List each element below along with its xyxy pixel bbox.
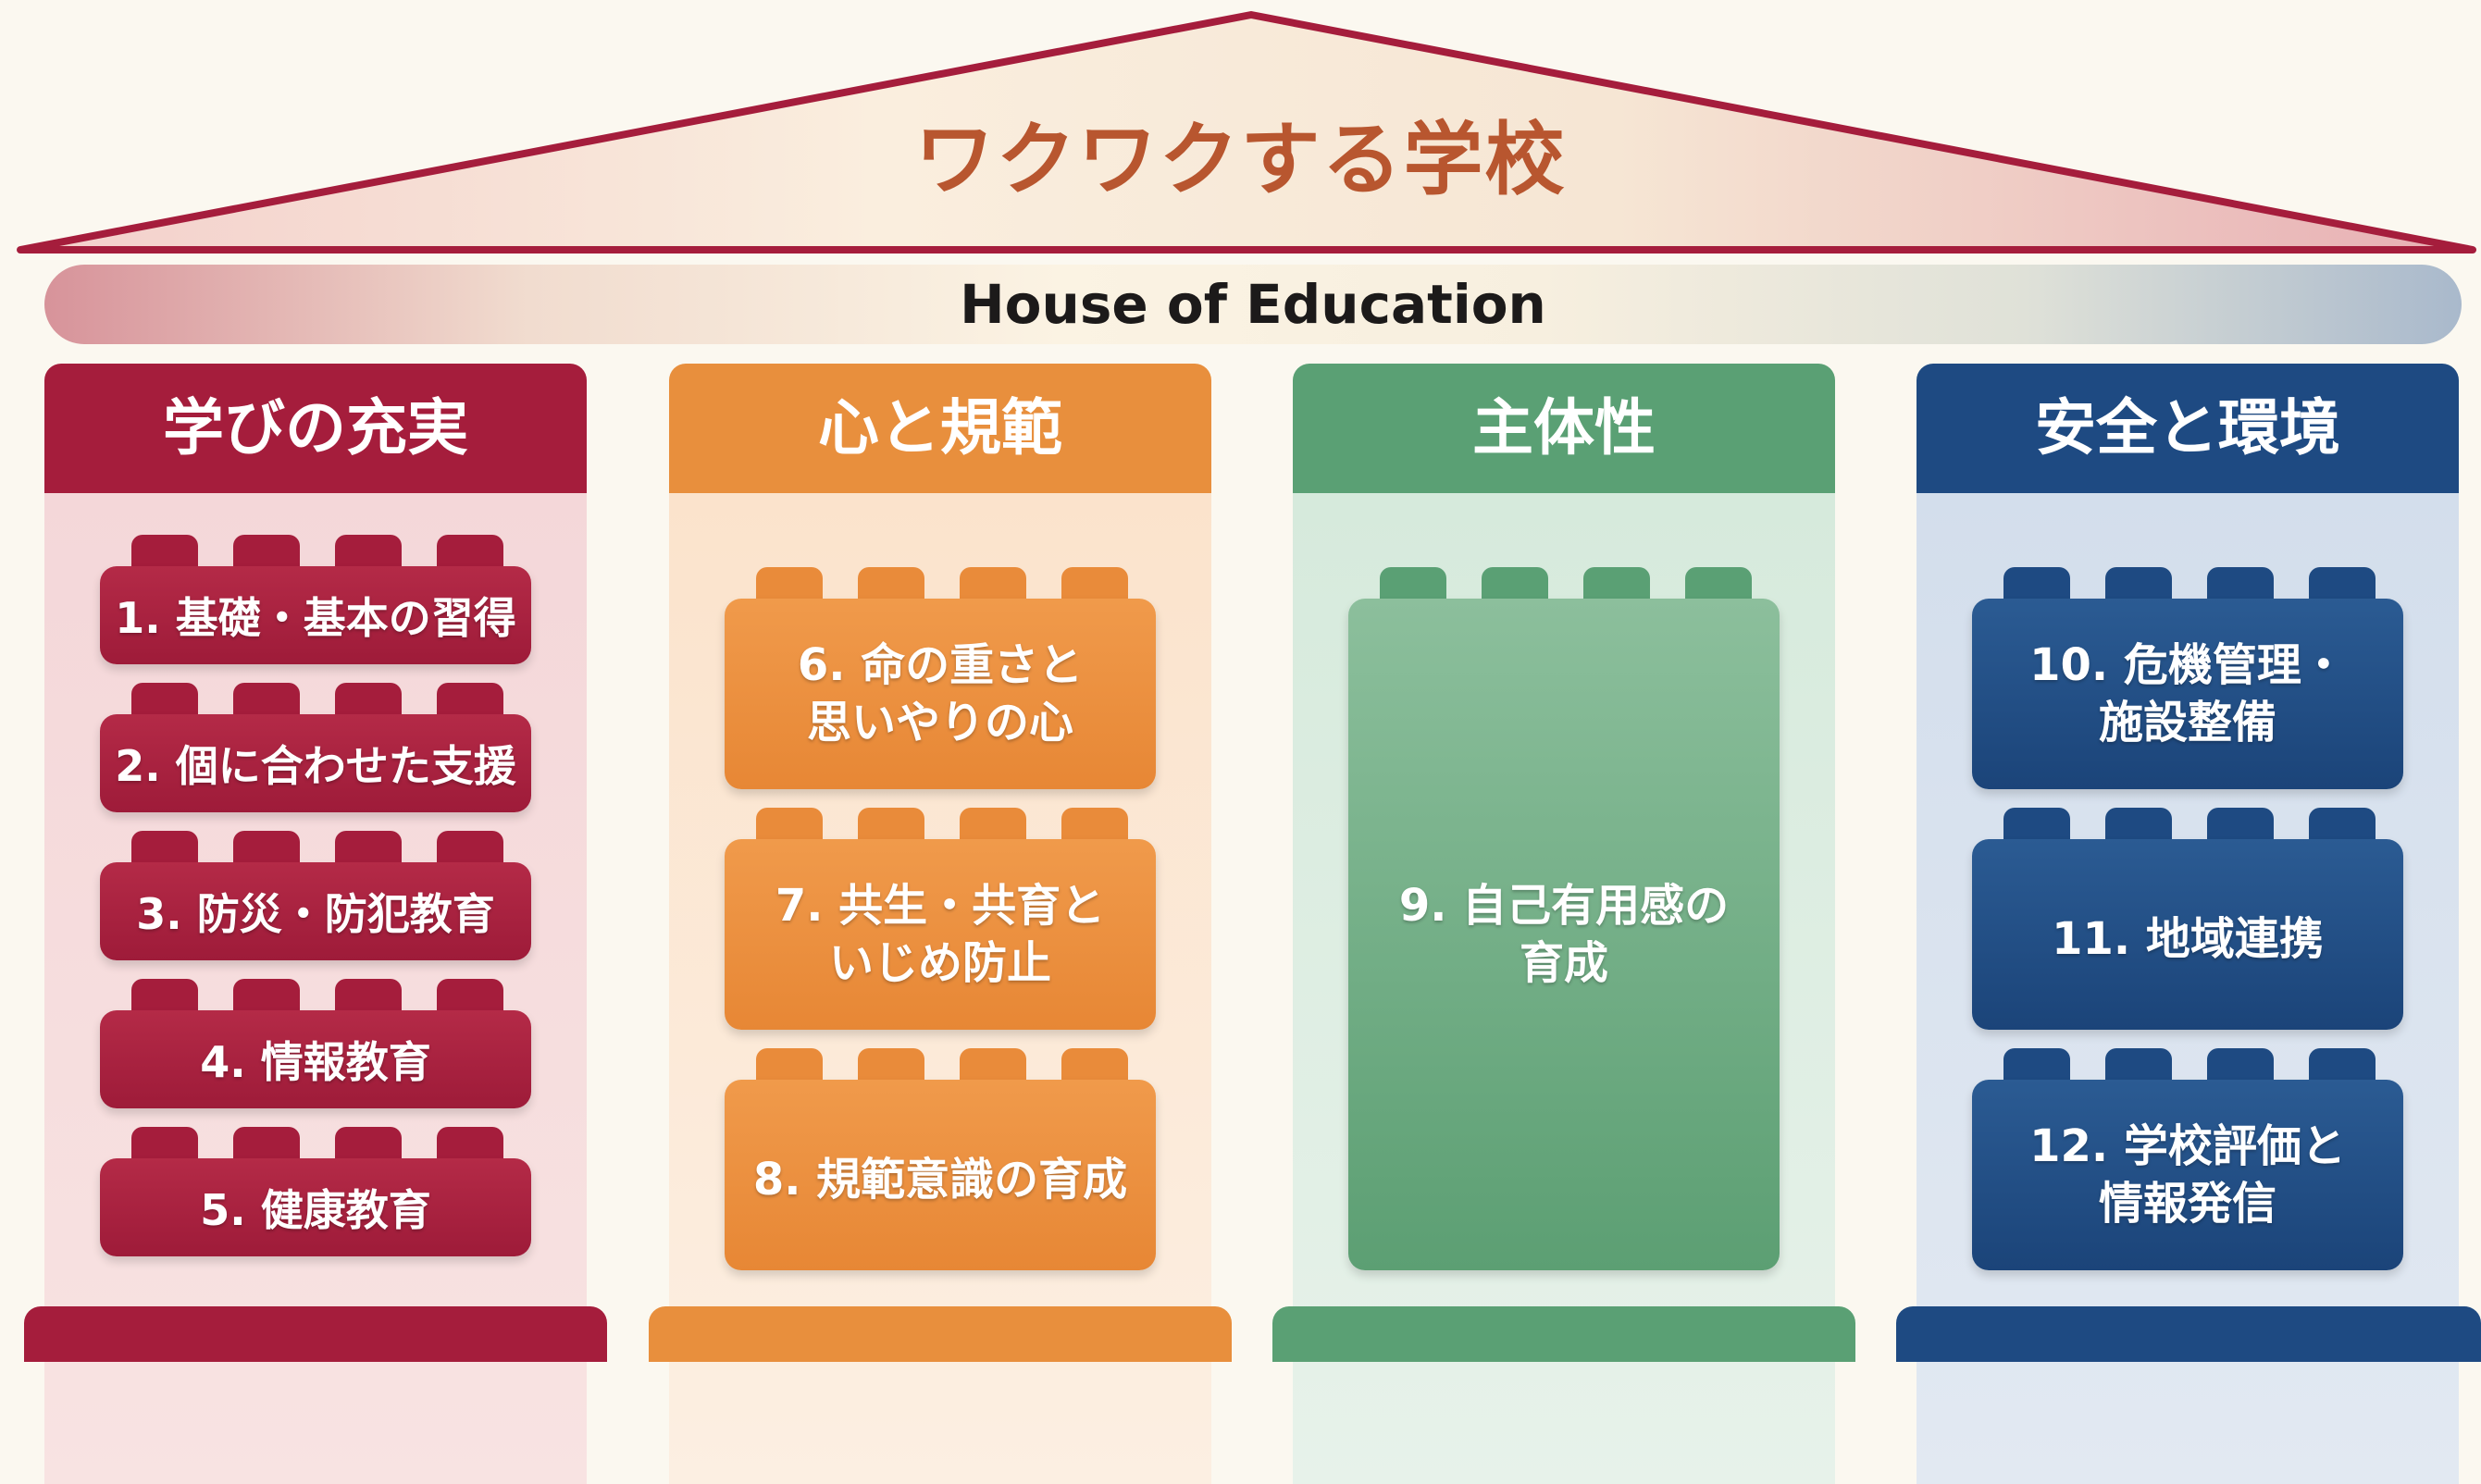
pillar-body: 1. 基礎・基本の習得 2. 個に合わせた支援 3. 防災・防犯教育 4. 情報… [44, 493, 587, 1484]
brick-label: 12. 学校評価と 情報発信 [2029, 1120, 2346, 1230]
pillar-base [1272, 1306, 1855, 1362]
brick-9: 9. 自己有用感の 育成 [1348, 567, 1780, 1270]
house-beam: House of Education [44, 265, 2462, 344]
house-subtitle: House of Education [960, 273, 1546, 336]
pillar-heart: 心と規範 6. 命の重さと 思いやりの心 7. 共生・共育と いじめ防止 8. … [669, 364, 1211, 1484]
brick-8: 8. 規範意識の育成 [725, 1048, 1156, 1270]
pillar-title: 安全と環境 [1917, 364, 2459, 493]
brick-label: 2. 個に合わせた支援 [115, 741, 516, 791]
roof-title: ワクワクする学校 [914, 114, 1567, 206]
brick-12: 12. 学校評価と 情報発信 [1972, 1048, 2403, 1270]
pillar-base [649, 1306, 1232, 1362]
roof [17, 11, 2476, 254]
brick-label: 3. 防災・防犯教育 [136, 889, 495, 939]
brick-label: 1. 基礎・基本の習得 [115, 593, 516, 643]
brick-label: 11. 地域連携 [2052, 913, 2324, 965]
brick-2: 2. 個に合わせた支援 [100, 683, 531, 812]
brick-label: 10. 危機管理・ 施設整備 [2029, 639, 2346, 748]
brick-label: 7. 共生・共育と いじめ防止 [775, 880, 1106, 989]
brick-1: 1. 基礎・基本の習得 [100, 535, 531, 664]
pillar-autonomy: 主体性 9. 自己有用感の 育成 [1293, 364, 1835, 1484]
brick-6: 6. 命の重さと 思いやりの心 [725, 567, 1156, 789]
pillar-safety: 安全と環境 10. 危機管理・ 施設整備 11. 地域連携 12. 学校評価と … [1917, 364, 2459, 1484]
pillar-title: 主体性 [1293, 364, 1835, 493]
pillar-base [24, 1306, 607, 1362]
brick-label: 9. 自己有用感の 育成 [1398, 880, 1730, 989]
brick-label: 8. 規範意識の育成 [752, 1154, 1128, 1206]
brick-label: 5. 健康教育 [200, 1185, 431, 1235]
pillar-title: 学びの充実 [44, 364, 587, 493]
brick-11: 11. 地域連携 [1972, 808, 2403, 1030]
pillar-title: 心と規範 [669, 364, 1211, 493]
brick-5: 5. 健康教育 [100, 1127, 531, 1256]
brick-label: 6. 命の重さと 思いやりの心 [797, 639, 1084, 748]
brick-3: 3. 防災・防犯教育 [100, 831, 531, 960]
pillar-base [1896, 1306, 2481, 1362]
brick-4: 4. 情報教育 [100, 979, 531, 1108]
brick-10: 10. 危機管理・ 施設整備 [1972, 567, 2403, 789]
pillar-learning: 学びの充実 1. 基礎・基本の習得 2. 個に合わせた支援 3. 防災・防犯教育… [44, 364, 587, 1484]
brick-7: 7. 共生・共育と いじめ防止 [725, 808, 1156, 1030]
brick-label: 4. 情報教育 [200, 1037, 431, 1087]
